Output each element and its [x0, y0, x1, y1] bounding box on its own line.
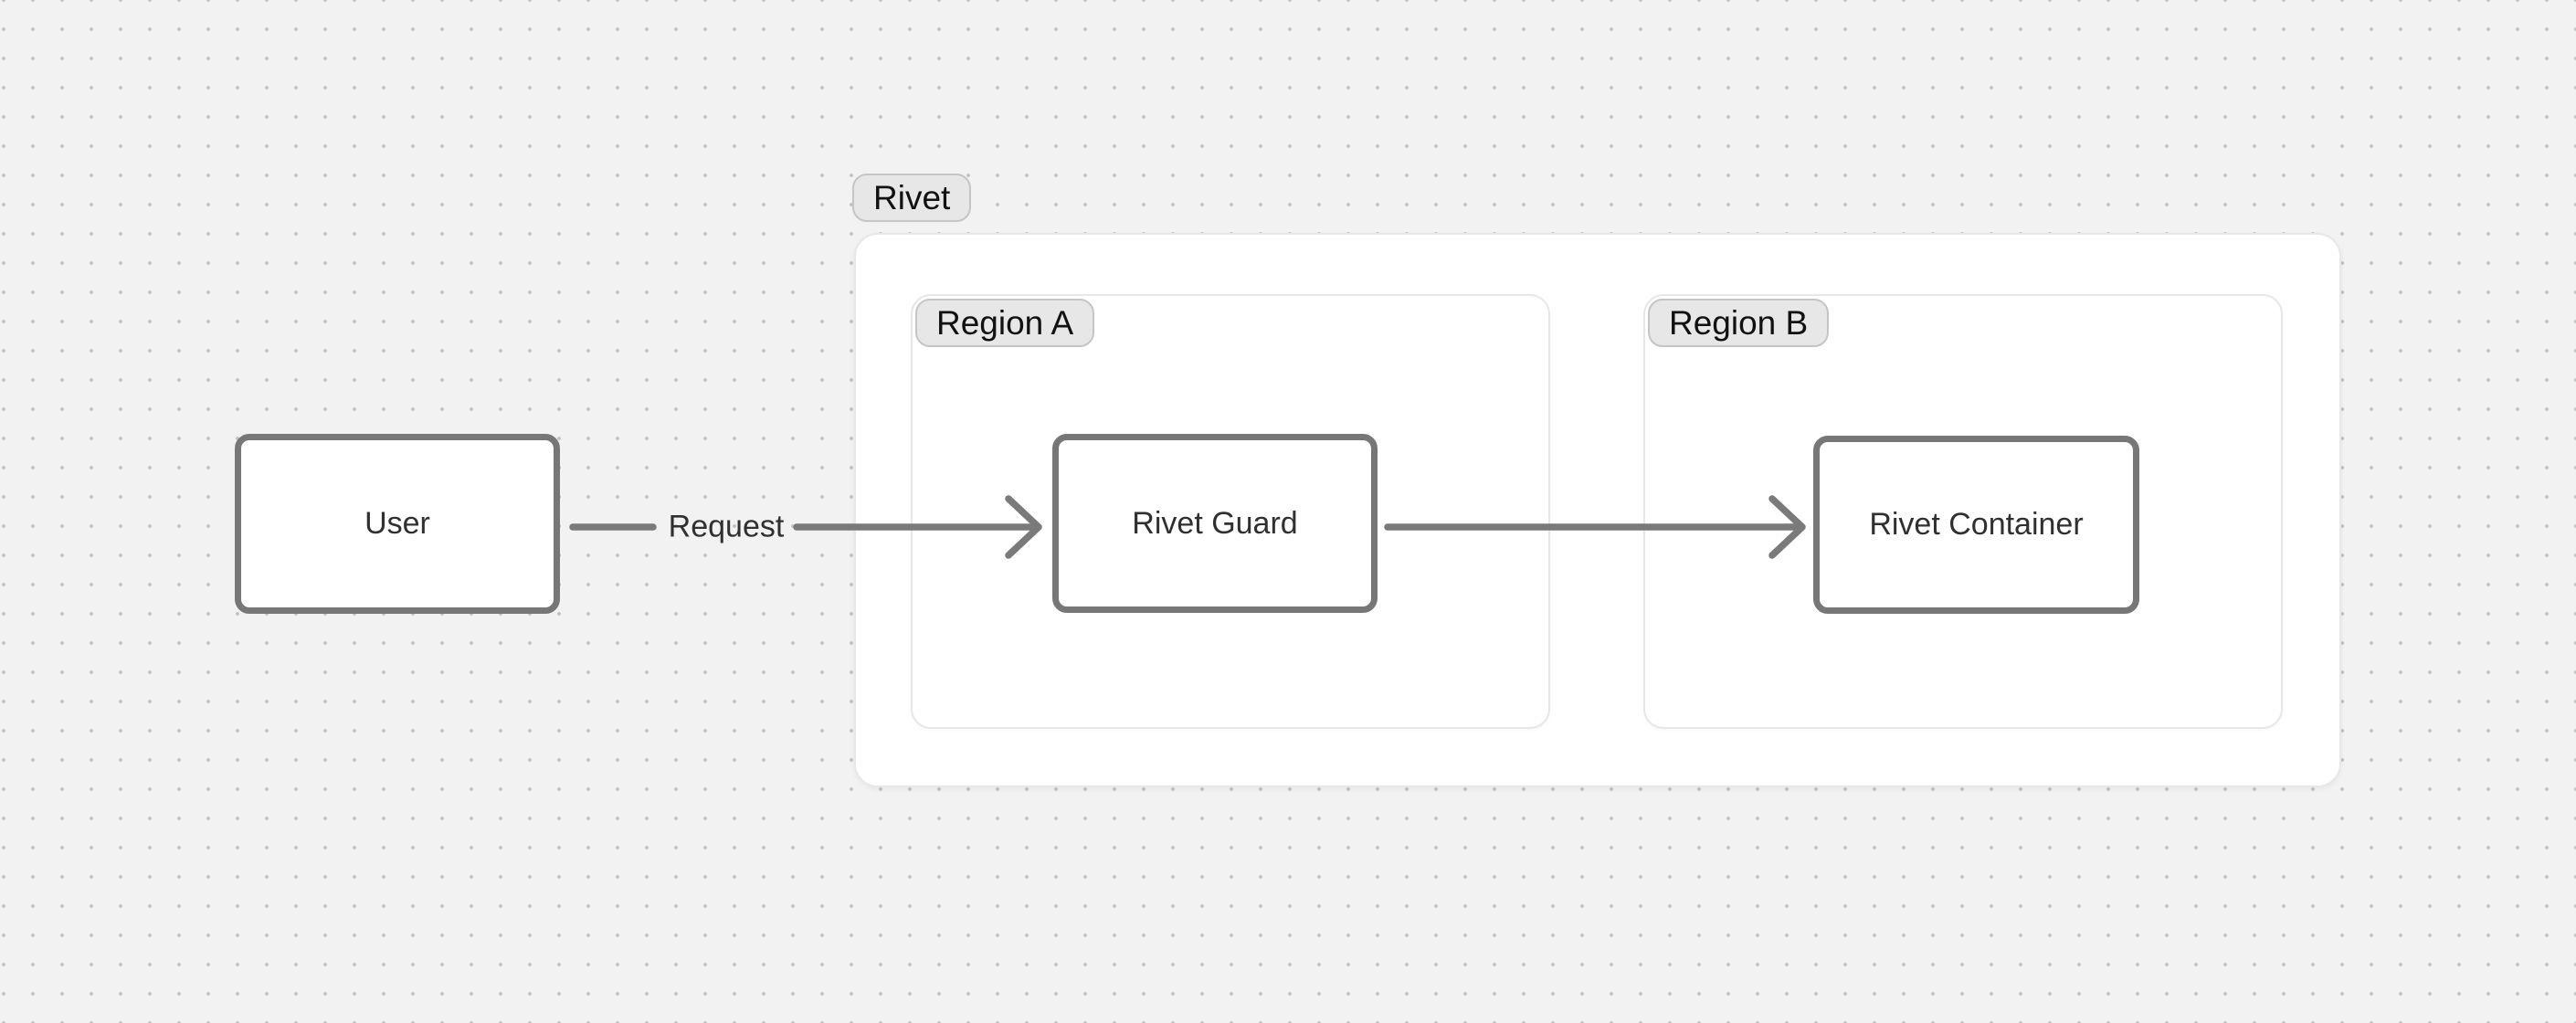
node-rivet-guard-label: Rivet Guard: [1132, 505, 1298, 541]
edge-label-request: Request: [668, 509, 785, 544]
node-user: User: [235, 434, 560, 614]
region-b-label: Region B: [1648, 299, 1830, 347]
group-rivet: Region A Rivet Guard Region B Rivet Cont…: [854, 233, 2341, 787]
node-rivet-container: Rivet Container: [1813, 436, 2139, 614]
region-a: Region A Rivet Guard: [911, 294, 1550, 729]
node-rivet-guard: Rivet Guard: [1052, 434, 1378, 613]
region-b: Region B Rivet Container: [1643, 294, 2283, 729]
group-rivet-label: Rivet: [852, 174, 972, 222]
region-a-label: Region A: [915, 299, 1095, 347]
node-user-label: User: [364, 506, 430, 541]
node-rivet-container-label: Rivet Container: [1869, 507, 2084, 542]
